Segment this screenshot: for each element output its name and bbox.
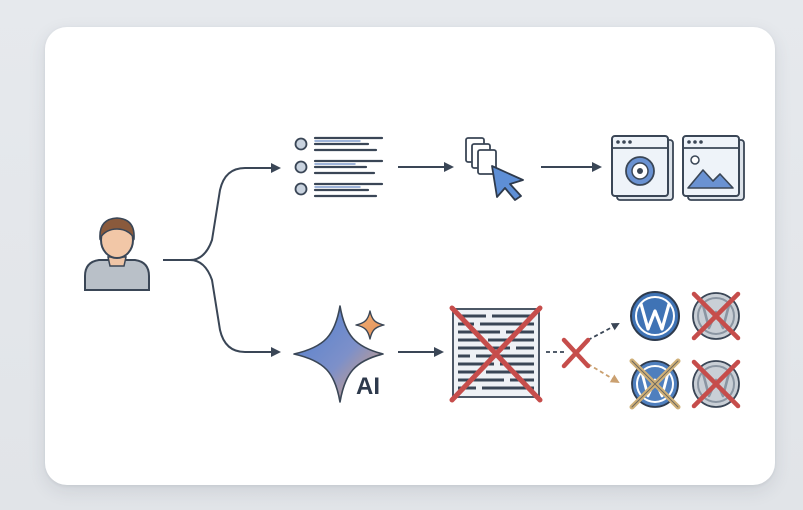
user-icon bbox=[84, 217, 150, 291]
diagram-card bbox=[45, 27, 775, 485]
ai-sparkle-icon: AI bbox=[293, 305, 385, 403]
branch-connector bbox=[163, 163, 281, 357]
blocked-connector bbox=[546, 323, 620, 384]
red-x-icon bbox=[561, 337, 591, 369]
crossed-out-wall-icon bbox=[449, 305, 543, 403]
wordpress-partial-icon bbox=[629, 358, 681, 410]
cursor-icon bbox=[465, 137, 524, 201]
list-icon bbox=[294, 136, 384, 198]
ai-label: AI bbox=[356, 373, 380, 400]
wordpress-icon bbox=[630, 291, 680, 341]
wordpress-blocked-icon-2 bbox=[691, 359, 741, 409]
wordpress-blocked-icon bbox=[691, 291, 741, 341]
web-pages-icon bbox=[611, 135, 745, 201]
